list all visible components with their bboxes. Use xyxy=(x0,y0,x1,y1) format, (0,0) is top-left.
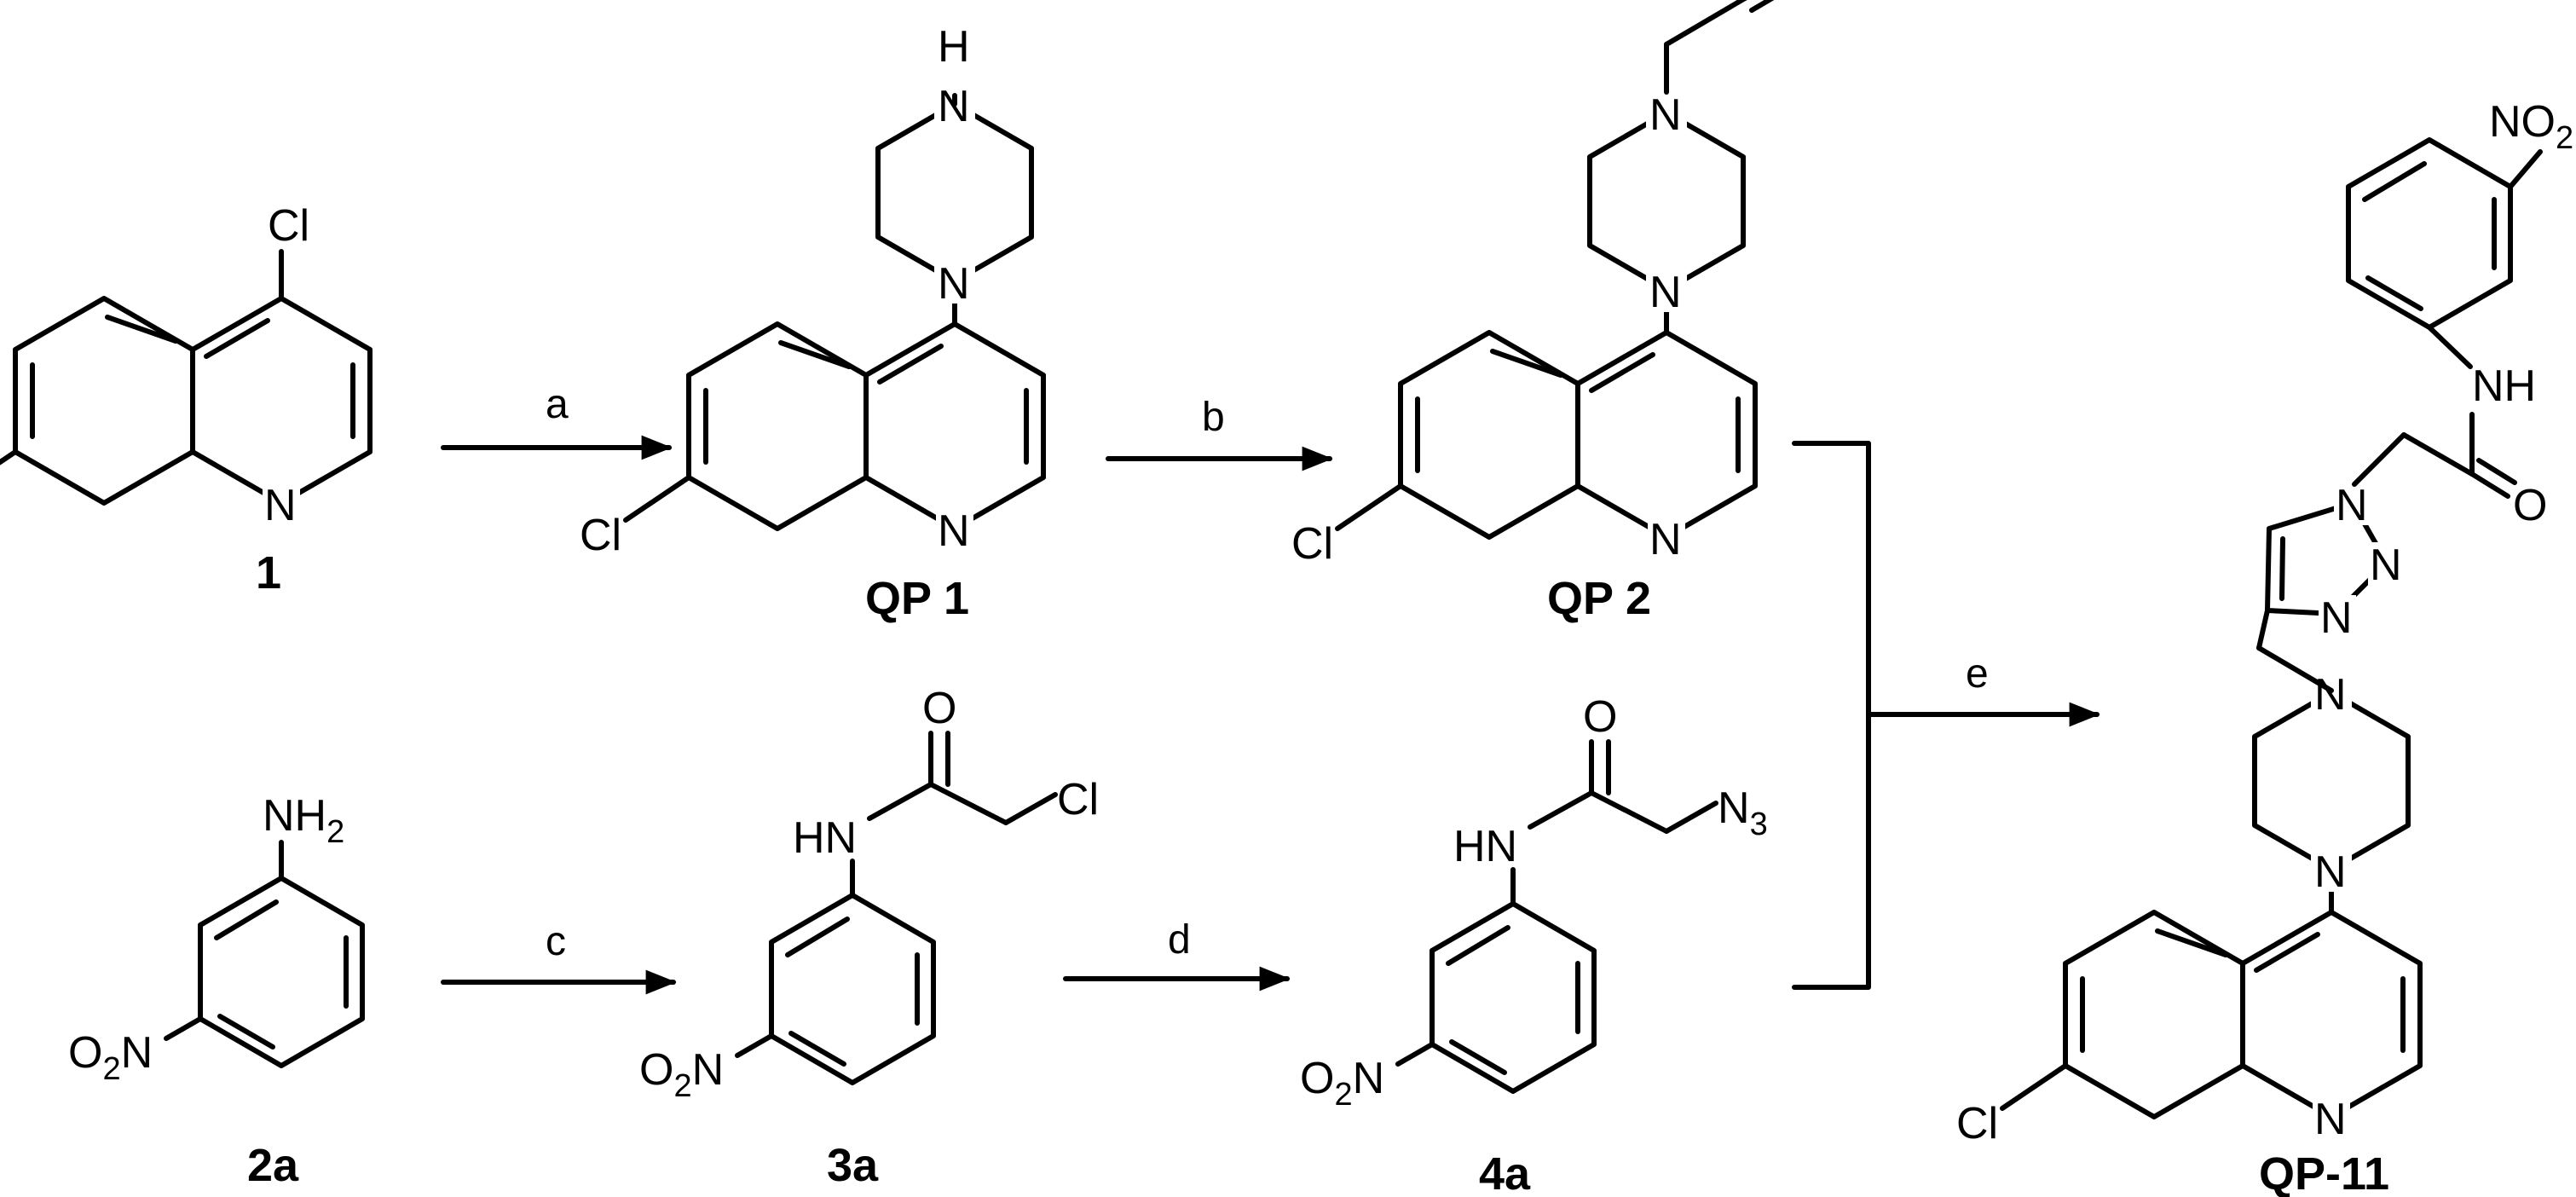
atom-cl: Cl xyxy=(1057,775,1099,824)
atom-n: N xyxy=(264,481,297,530)
atom-cl: Cl xyxy=(1956,1099,1998,1148)
atom-cl: Cl xyxy=(580,511,621,560)
compound-qp1: N N H N Cl xyxy=(580,22,1043,560)
step-b: b xyxy=(1202,395,1225,440)
label-compound-qp2: QP 2 xyxy=(1547,573,1651,624)
atom-n: N xyxy=(1649,268,1682,317)
atom-cl: Cl xyxy=(268,201,309,251)
label-compound-3a: 3a xyxy=(827,1140,879,1191)
label-compound-4a: 4a xyxy=(1479,1148,1531,1197)
compound-4a: HN O N3 O2N xyxy=(1300,692,1768,1113)
atom-n: N xyxy=(2336,481,2368,530)
step-e: e xyxy=(1966,651,1989,697)
step-a: a xyxy=(546,382,569,427)
compound-3a: HN O Cl O2N xyxy=(639,684,1099,1104)
atom-n: N xyxy=(2314,1095,2347,1144)
atom-n: N xyxy=(1649,515,1682,564)
compound-qp11: N N N Cl N N N O NH NO2 xyxy=(1956,97,2573,1148)
atom-n3: N3 xyxy=(1718,784,1768,842)
compound-2a: NH2 O2N xyxy=(68,791,362,1087)
label-compound-qp11: QP-11 xyxy=(2259,1148,2389,1197)
atom-nh: NH xyxy=(2472,361,2536,411)
atom-n: N xyxy=(1649,90,1682,140)
atom-hn: HN xyxy=(1453,822,1517,871)
atom-nh2: NH2 xyxy=(263,791,344,850)
atom-n: N xyxy=(2314,670,2347,720)
atom-n: N xyxy=(938,82,970,131)
step-c: c xyxy=(546,919,566,964)
atom-o2n: O2N xyxy=(68,1028,153,1087)
atom-o: O xyxy=(2513,481,2547,530)
label-compound-qp1: QP 1 xyxy=(865,573,969,624)
atom-hn: HN xyxy=(793,813,857,863)
merge-bracket xyxy=(1792,441,1871,990)
atom-cl: Cl xyxy=(1291,519,1333,569)
atom-o2n: O2N xyxy=(1300,1054,1384,1113)
compound-1: Cl N Cl xyxy=(0,201,370,530)
atom-h: H xyxy=(938,22,970,72)
atom-n: N xyxy=(2320,593,2353,643)
atom-no2: NO2 xyxy=(2489,97,2573,156)
label-compound-1: 1 xyxy=(256,547,281,598)
step-d: d xyxy=(1168,917,1191,963)
atom-o: O xyxy=(922,684,956,733)
atom-o2n: O2N xyxy=(639,1045,724,1104)
label-compound-2a: 2a xyxy=(247,1140,299,1191)
atom-o: O xyxy=(1583,692,1617,742)
atom-n: N xyxy=(938,259,970,309)
atom-n: N xyxy=(938,506,970,556)
atom-n: N xyxy=(2370,541,2402,590)
compound-qp2: N N N Cl xyxy=(1291,0,1775,569)
atom-n: N xyxy=(2314,847,2347,897)
